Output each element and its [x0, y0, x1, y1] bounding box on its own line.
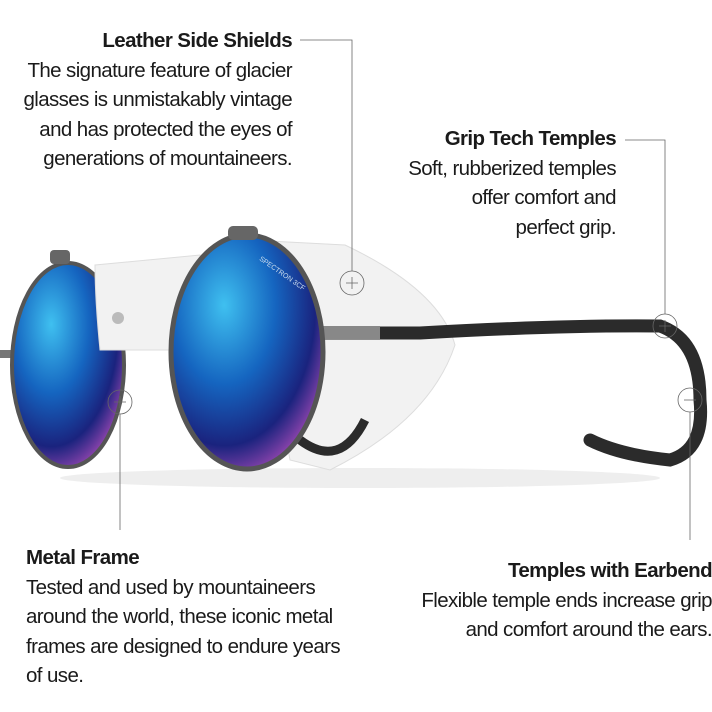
callout-text: Soft, rubberized temples — [408, 156, 616, 180]
callout-text: offer comfort and — [471, 186, 617, 209]
callout-text: of use. — [26, 664, 84, 687]
callout-title: Grip Tech Temples — [444, 127, 617, 150]
callout-text: glasses is unmistakably vintage — [23, 88, 292, 111]
callout-metal-frame: Metal Frame Tested and used by mountaine… — [26, 543, 341, 691]
shadow — [60, 468, 660, 488]
temple — [313, 319, 708, 467]
callout-text: The signature feature of glacier — [27, 58, 292, 82]
callout-title: Leather Side Shields — [102, 29, 292, 52]
callout-grip-tech-temples: Grip Tech Temples Soft, rubberized templ… — [408, 124, 616, 242]
callout-text: frames are designed to endure years — [26, 634, 341, 658]
callout-lines — [107, 39, 703, 540]
left-lens — [10, 250, 126, 469]
callout-title: Temples with Earbend — [507, 559, 712, 582]
callout-text: generations of mountaineers. — [43, 147, 292, 170]
callout-text: perfect grip. — [515, 215, 617, 239]
callout-text: and has protected the eyes of — [39, 117, 292, 141]
right-lens: SPECTRON 3CF — [168, 226, 326, 472]
callout-title: Metal Frame — [26, 546, 140, 569]
callout-text: Tested and used by mountaineers — [26, 575, 316, 599]
callout-text: and comfort around the ears. — [465, 618, 712, 641]
callout-text: around the world, these iconic metal — [26, 605, 333, 628]
callout-temples-with-earbend: Temples with Earbend Flexible temple end… — [421, 556, 712, 645]
callout-leather-side-shields: Leather Side Shields The signature featu… — [23, 26, 292, 174]
callout-text: Flexible temple ends increase grip — [421, 588, 712, 612]
